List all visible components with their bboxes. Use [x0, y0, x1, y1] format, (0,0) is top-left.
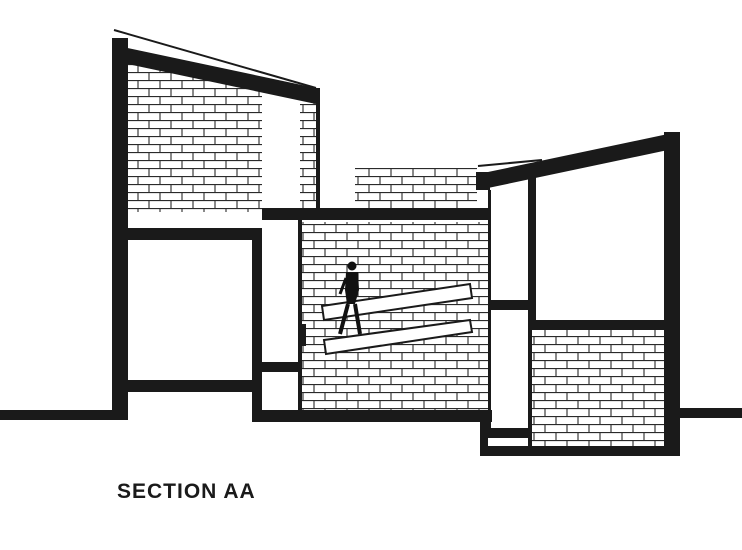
brick-column-left: [300, 100, 316, 208]
brick-wall-right-lower: [532, 330, 666, 446]
center-base-slab: [252, 410, 492, 422]
left-roof-edge: [113, 29, 317, 89]
right-roof-edge: [477, 159, 543, 167]
brick-walls: [128, 58, 666, 446]
center-landing-slab: [262, 362, 302, 372]
center-mid-slab: [262, 208, 490, 220]
right-lower-slab: [488, 428, 530, 438]
left-roof-slab: [118, 46, 316, 104]
right-center-wall: [528, 330, 532, 454]
stair-opening: [302, 324, 306, 346]
left-inner-wall: [252, 228, 262, 420]
staircase: [302, 282, 474, 356]
left-ground-floor-slab: [118, 380, 256, 392]
left-upper-floor-slab: [118, 228, 260, 240]
right-roof-slab: [488, 134, 668, 188]
stair-flight-lower: [322, 318, 474, 356]
right-base-left-wall: [480, 410, 488, 456]
left-tower-right-wall: [316, 88, 320, 208]
brick-wall-left-upper: [128, 58, 262, 212]
right-mid-slab: [490, 300, 530, 310]
right-column: [476, 172, 490, 190]
right-shaft-line: [488, 190, 491, 428]
drawing-caption: SECTION AA: [117, 480, 256, 503]
ground-line: [0, 408, 742, 420]
stair-flight-upper: [320, 282, 474, 322]
right-inner-wall: [528, 172, 536, 330]
right-outer-wall: [664, 132, 680, 454]
brick-wall-center-top: [355, 168, 477, 210]
structure: [112, 29, 680, 456]
center-left-wall: [298, 220, 302, 412]
right-base-slab: [480, 446, 680, 456]
right-upper-slab: [528, 320, 678, 330]
person-figure-icon: [338, 261, 362, 335]
